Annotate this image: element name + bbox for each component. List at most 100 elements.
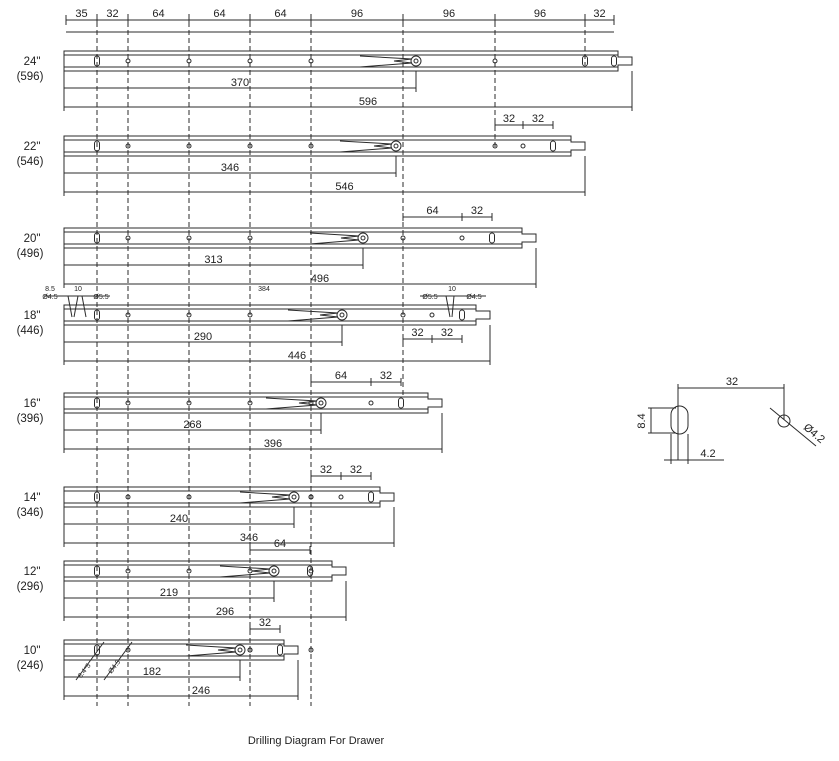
- slot-hole-icon: [94, 644, 100, 656]
- hole-icon: [338, 494, 344, 500]
- hole-icon: [308, 58, 314, 64]
- rail-metric-label: (546): [17, 156, 44, 168]
- detail-label: 384: [258, 286, 270, 293]
- rail-546: [63, 135, 586, 157]
- rail-296: [63, 560, 347, 582]
- cam-wedge-icon: [265, 397, 318, 410]
- detail-leader: [445, 295, 451, 318]
- hole-icon: [247, 312, 253, 318]
- end-dimension-label: 32: [471, 205, 483, 217]
- round-hole-icon: [777, 414, 791, 428]
- cam-wedge-icon: [309, 232, 360, 245]
- slot-hole-icon: [94, 491, 100, 503]
- hole-icon: [186, 58, 192, 64]
- rail-profile: [63, 560, 347, 582]
- slot-hole-icon: [94, 309, 100, 321]
- end-dimension-label: 32: [411, 327, 423, 339]
- rail-size-label: 10": [24, 645, 41, 657]
- hole-icon: [186, 568, 192, 574]
- cam-wedge-icon: [339, 140, 393, 153]
- outer-dimension-label: 246: [192, 685, 210, 697]
- cam-axle-icon: [271, 568, 277, 574]
- hole-icon: [400, 235, 406, 241]
- end-dimension-label: 64: [274, 538, 286, 550]
- end-dimension-label: 32: [380, 370, 392, 382]
- inner-dimension-label: 240: [170, 513, 188, 525]
- cam-wheel-icon: [234, 644, 246, 656]
- rail-metric-label: (296): [17, 581, 44, 593]
- inner-dimension-label: 313: [204, 254, 222, 266]
- rail-446: [63, 304, 491, 326]
- rail-profile: [63, 50, 633, 72]
- hole-icon: [459, 235, 465, 241]
- slot-height-label: 8.4: [636, 413, 648, 428]
- slot-hole-icon: [489, 232, 495, 244]
- rail-size-label: 22": [24, 141, 41, 153]
- hole-icon: [368, 400, 374, 406]
- rail-profile: [63, 227, 537, 249]
- hole-icon: [492, 58, 498, 64]
- hole-icon: [247, 143, 253, 149]
- hole-icon: [308, 400, 314, 406]
- top-dimension-label: 96: [534, 8, 546, 20]
- cam-wheel-icon: [357, 232, 369, 244]
- cam-wheel-icon: [268, 565, 280, 577]
- slot-hole-icon: [670, 405, 689, 435]
- rail-size-label: 24": [24, 56, 41, 68]
- slot-width-label: 4.2: [700, 448, 715, 460]
- rail-size-label: 18": [24, 310, 41, 322]
- inner-dimension-label: 370: [231, 77, 249, 89]
- cam-wheel-icon: [315, 397, 327, 409]
- slot-hole-icon: [94, 232, 100, 244]
- cam-axle-icon: [291, 494, 297, 500]
- detail-label: Ø5.5: [93, 294, 108, 301]
- top-dimension-label: 96: [351, 8, 363, 20]
- slot-hole-icon: [459, 309, 465, 321]
- hole-icon: [247, 400, 253, 406]
- end-dimension-label: 32: [320, 464, 332, 476]
- hole-icon: [247, 58, 253, 64]
- diagram-caption: Drilling Diagram For Drawer: [248, 735, 385, 747]
- detail-label: 10: [448, 286, 456, 293]
- rail-346: [63, 486, 395, 508]
- hole-icon: [308, 494, 314, 500]
- detail-label: 10: [74, 286, 82, 293]
- hole-icon: [186, 312, 192, 318]
- outer-dimension-label: 496: [311, 273, 329, 285]
- rail-246: [63, 639, 299, 661]
- slot-hole-icon: [94, 565, 100, 577]
- detail-leader: [73, 295, 79, 318]
- end-dimension-label: 32: [532, 113, 544, 125]
- end-dimension-label: 64: [335, 370, 347, 382]
- slot-hole-icon: [368, 491, 374, 503]
- top-dimension-label: 64: [213, 8, 225, 20]
- cam-wedge-icon: [219, 565, 271, 578]
- detail-leader: [81, 295, 87, 318]
- hole-icon: [186, 143, 192, 149]
- outer-dimension-label: 296: [216, 606, 234, 618]
- slot-hole-icon: [94, 55, 100, 67]
- inner-dimension-label: 219: [160, 587, 178, 599]
- slot-hole-icon: [611, 55, 617, 67]
- slot-hole-icon: [307, 565, 313, 577]
- inner-dimension-label: 346: [221, 162, 239, 174]
- rail-metric-label: (396): [17, 413, 44, 425]
- hole-icon: [125, 235, 131, 241]
- hole-icon: [247, 647, 253, 653]
- hole-icon: [400, 312, 406, 318]
- rail-metric-label: (346): [17, 507, 44, 519]
- inner-dimension-label: 290: [194, 331, 212, 343]
- detail-leader: [451, 295, 455, 318]
- hole-diameter-label: Ø4.2: [801, 421, 827, 446]
- outer-dimension-label: 596: [359, 96, 377, 108]
- outer-dimension-label: 546: [335, 181, 353, 193]
- hole-icon: [125, 312, 131, 318]
- cam-wheel-icon: [288, 491, 300, 503]
- end-dimension-label: 32: [503, 113, 515, 125]
- hole-icon: [247, 235, 253, 241]
- outer-dimension-label: 396: [264, 438, 282, 450]
- top-dimension-label: 64: [274, 8, 286, 20]
- rail-596: [63, 50, 633, 72]
- detail-label: Ø4.5: [107, 659, 122, 675]
- end-dimension-label: 32: [350, 464, 362, 476]
